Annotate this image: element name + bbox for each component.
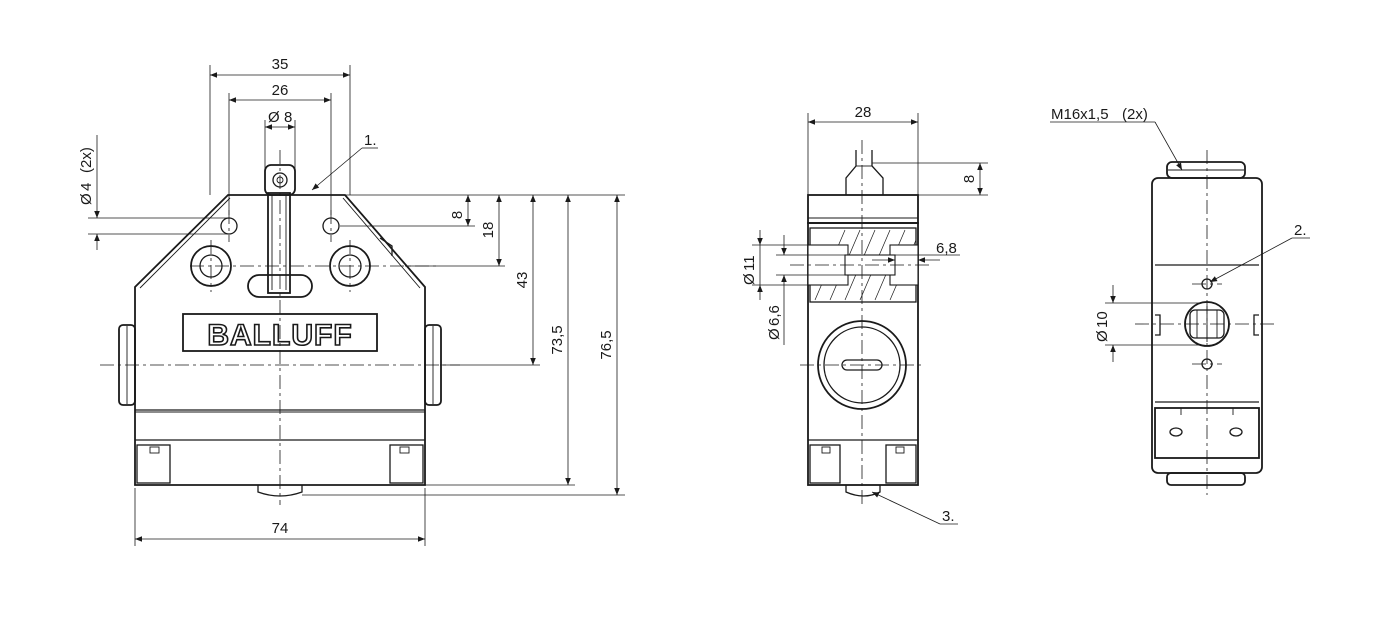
dim-mount-hole-dia-symbol: Ø — [78, 193, 95, 205]
dim-plunger-height: 8 — [961, 175, 978, 183]
dim-side-dia-6-6: 6,6 — [766, 305, 783, 326]
dim-side-depth: 6,8 — [936, 240, 957, 257]
dim-side-dia-11-symbol: Ø — [741, 273, 758, 285]
dim-side-dia-11: 11 — [741, 255, 758, 271]
dim-rear-dia-symbol: Ø — [1094, 330, 1111, 342]
dim-side-width-28: 28 — [855, 104, 872, 121]
side-view: 28 8 Ø 11 Ø 6,6 6,8 3. — [741, 104, 988, 525]
callout-3: 3. — [942, 508, 955, 525]
dim-width-26: 26 — [272, 82, 289, 99]
rear-bottom-gland — [1166, 472, 1246, 486]
dim-height-76-5: 76,5 — [598, 330, 615, 359]
dim-height-43: 43 — [514, 272, 531, 289]
front-view: BALLUFF 35 26 Ø 8 1. — [78, 56, 625, 546]
side-top-cap — [807, 194, 919, 224]
dim-mount-hole-count: (2x) — [78, 147, 95, 173]
side-body — [807, 222, 919, 486]
rear-view: M16x1,5 (2x) Ø 10 2. — [1050, 106, 1310, 495]
callout-2: 2. — [1294, 222, 1307, 239]
dim-roller-dia: 8 — [284, 109, 292, 126]
dim-roller-dia-symbol: Ø — [268, 109, 280, 126]
dim-width-74: 74 — [272, 520, 289, 537]
dim-width-35: 35 — [272, 56, 289, 73]
front-base — [134, 410, 426, 486]
dim-height-73-5: 73,5 — [549, 325, 566, 354]
brand-logo: BALLUFF — [207, 319, 352, 352]
callout-1: 1. — [364, 132, 377, 149]
dim-mount-hole-dia: 4 — [78, 183, 95, 191]
dim-height-18: 18 — [480, 222, 497, 239]
dim-side-dia-6-6-symbol: Ø — [766, 328, 783, 340]
dim-rear-dia: 10 — [1094, 311, 1111, 328]
dim-height-8: 8 — [449, 211, 466, 219]
dim-thread-count: (2x) — [1122, 106, 1148, 123]
dim-thread: M16x1,5 — [1051, 106, 1109, 123]
